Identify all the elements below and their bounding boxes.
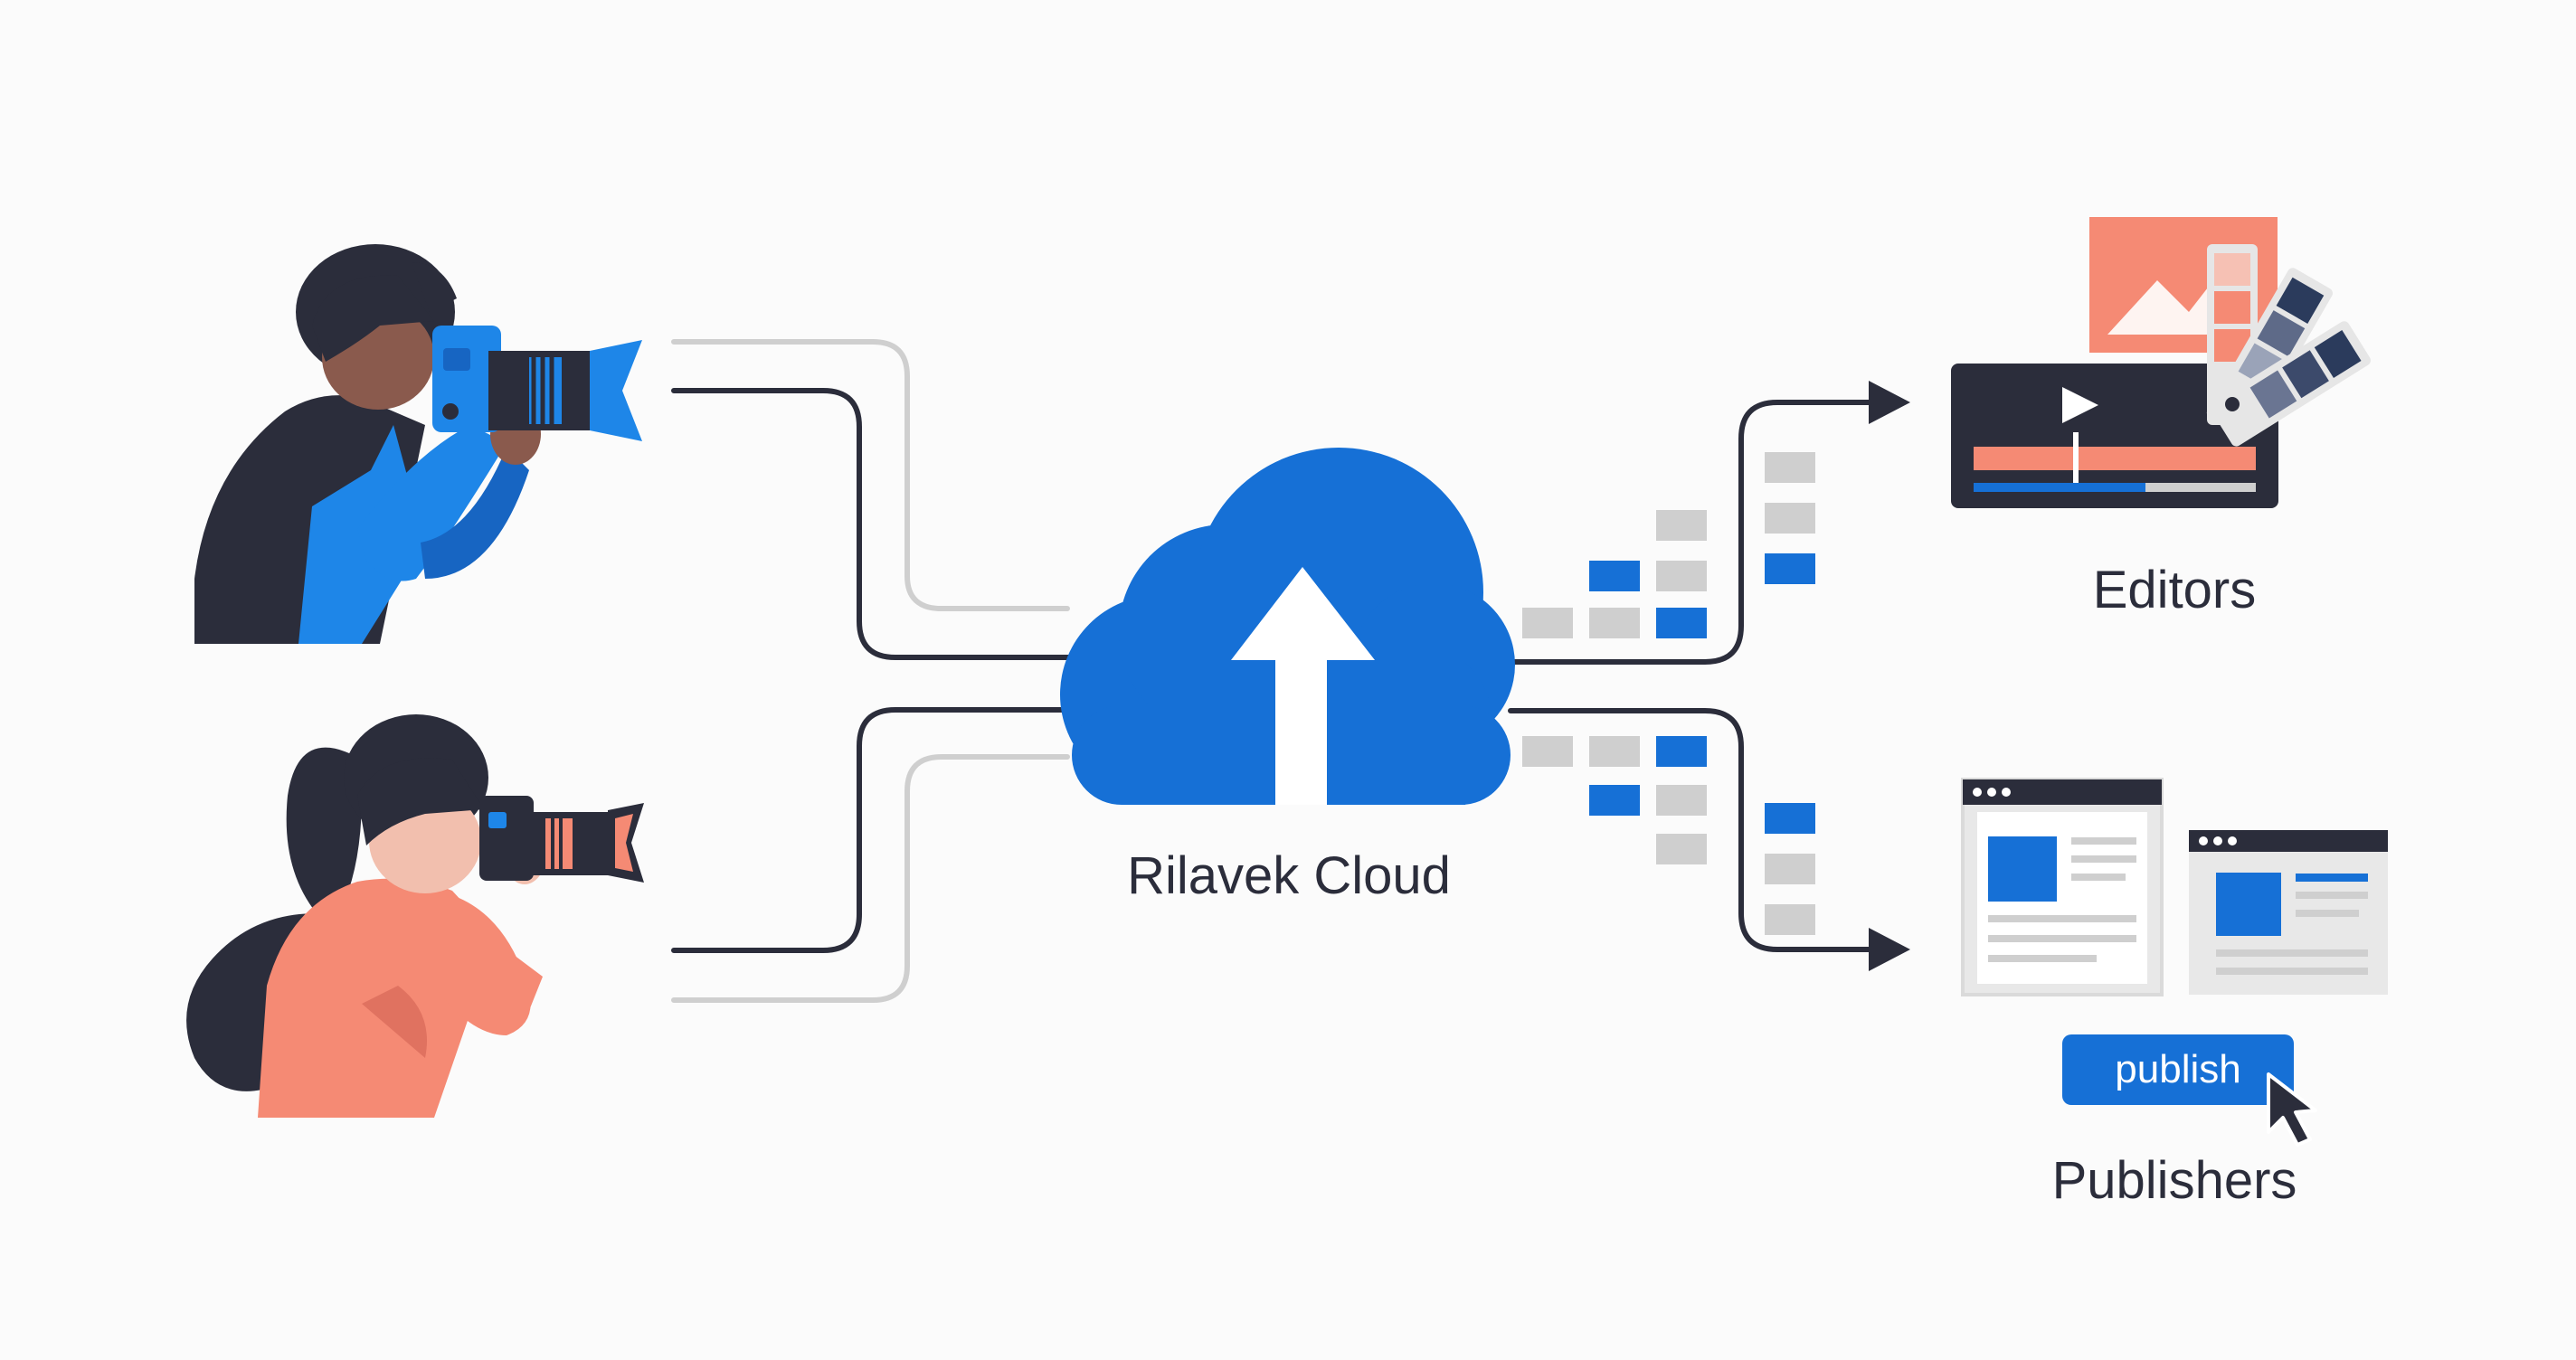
photographer-2 bbox=[186, 714, 644, 1118]
editors-icon bbox=[1951, 217, 2371, 508]
line-to-editors bbox=[1481, 400, 1875, 665]
upload-arrow-icon bbox=[1231, 567, 1375, 805]
photographer-1 bbox=[194, 244, 642, 644]
packet bbox=[1589, 561, 1640, 591]
packet bbox=[1765, 503, 1815, 534]
photographer-2-arm bbox=[434, 895, 531, 1035]
packet bbox=[1656, 785, 1707, 816]
packet bbox=[1765, 904, 1815, 935]
upload-lines bbox=[671, 339, 1115, 1003]
packet bbox=[1589, 785, 1640, 816]
packet bbox=[1765, 803, 1815, 834]
publishers-label: Publishers bbox=[2052, 1151, 2297, 1210]
packet bbox=[1765, 452, 1815, 483]
play-icon bbox=[2062, 387, 2098, 423]
data-packets-bottom bbox=[1522, 736, 1815, 935]
packet bbox=[1522, 736, 1573, 767]
packet bbox=[1522, 608, 1573, 638]
line-to-publishers bbox=[1508, 708, 1875, 952]
color-swatch-icon bbox=[2206, 244, 2371, 447]
camera-1-icon bbox=[432, 326, 642, 441]
photographer-2-hair bbox=[186, 747, 362, 1091]
packet bbox=[1765, 854, 1815, 884]
publish-button-label: publish bbox=[2115, 1047, 2240, 1091]
cloud-label: Rilavek Cloud bbox=[1127, 846, 1451, 905]
arrow-head-publishers bbox=[1869, 928, 1910, 971]
packet bbox=[1656, 736, 1707, 767]
line-photographer1-dark bbox=[671, 388, 1115, 660]
browser-window-icon bbox=[1961, 778, 2164, 996]
packet bbox=[1589, 608, 1640, 638]
line-photographer2-light bbox=[671, 754, 1070, 1003]
cloud-upload-icon bbox=[1060, 448, 1515, 805]
packet bbox=[1589, 736, 1640, 767]
video-player-icon bbox=[1951, 364, 2278, 508]
browser-window-icon bbox=[2189, 830, 2388, 995]
editors-label: Editors bbox=[2093, 561, 2257, 619]
packet bbox=[1656, 834, 1707, 864]
camera-2-icon bbox=[479, 796, 644, 883]
arrow-head-editors bbox=[1869, 381, 1910, 424]
publish-button[interactable]: publish bbox=[2062, 1034, 2294, 1105]
photographer-1-forearm bbox=[421, 448, 529, 579]
distribution-lines bbox=[1481, 400, 1875, 952]
packet bbox=[1656, 608, 1707, 638]
data-packets-top bbox=[1522, 452, 1815, 638]
packet bbox=[1765, 553, 1815, 584]
line-photographer2-dark bbox=[671, 707, 1079, 953]
packet bbox=[1656, 510, 1707, 541]
line-photographer1-light bbox=[671, 339, 1070, 611]
photographer-1-arm bbox=[357, 425, 507, 581]
cursor-icon bbox=[2267, 1072, 2317, 1147]
publishers-icon bbox=[1961, 778, 2388, 996]
packet bbox=[1656, 561, 1707, 591]
